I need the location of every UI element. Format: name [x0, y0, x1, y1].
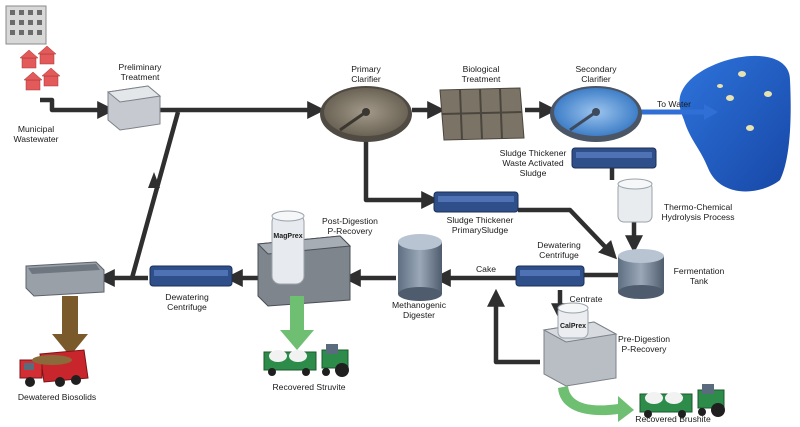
struvite-arrow [280, 296, 314, 350]
pipe-thickener-to-fermentation [518, 207, 617, 260]
calprex-pre-digestion-unit: CalPrex [542, 302, 618, 387]
label-centrate: Centrate [569, 294, 603, 304]
label-dewatered-biosolids: Dewatered Biosolids [17, 392, 97, 402]
tractor-struvite [263, 344, 349, 377]
primary-clarifier [320, 86, 412, 142]
thermo-chemical-hydrolysis-vessel [617, 178, 653, 223]
municipal-buildings [5, 5, 61, 91]
calprex-logo-text: CalPrex [560, 323, 586, 330]
receiving-water [679, 55, 791, 192]
biosolids-container [25, 261, 105, 297]
product-arrows [52, 296, 634, 422]
magprex-post-digestion-unit: MagPrex [256, 210, 352, 307]
to-water-arrow [640, 104, 718, 120]
magprex-logo-text: MagPrex [273, 233, 302, 240]
label-recovered-brushite: Recovered Brushite [635, 414, 711, 424]
secondary-clarifier [550, 86, 642, 142]
preliminary-treatment-building [106, 85, 162, 131]
label-recovered-struvite: Recovered Struvite [272, 382, 346, 392]
biosolids-arrow [52, 296, 88, 356]
return-arrowhead [148, 172, 160, 188]
dewatering-centrifuge-left [149, 265, 233, 287]
dewatering-centrifuge-right [515, 265, 585, 287]
label-cake: Cake [475, 264, 497, 274]
brushite-arrow [558, 386, 634, 422]
pipe-return-to-main [129, 111, 181, 279]
pipe-municipal-to-preliminary [40, 97, 116, 119]
label-to-water: To Water [656, 99, 692, 109]
dump-truck [19, 349, 89, 387]
primary-sludge-thickener [433, 191, 519, 213]
tractor-brushite [639, 384, 725, 418]
pipe-primary-to-thickener [363, 138, 440, 209]
biological-treatment-basins [439, 87, 525, 141]
was-sludge-thickener [571, 147, 657, 169]
pipe-predigestion-return [487, 288, 540, 365]
methanogenic-digester [398, 234, 442, 301]
fermentation-tank [618, 249, 664, 299]
pipes [40, 97, 643, 365]
